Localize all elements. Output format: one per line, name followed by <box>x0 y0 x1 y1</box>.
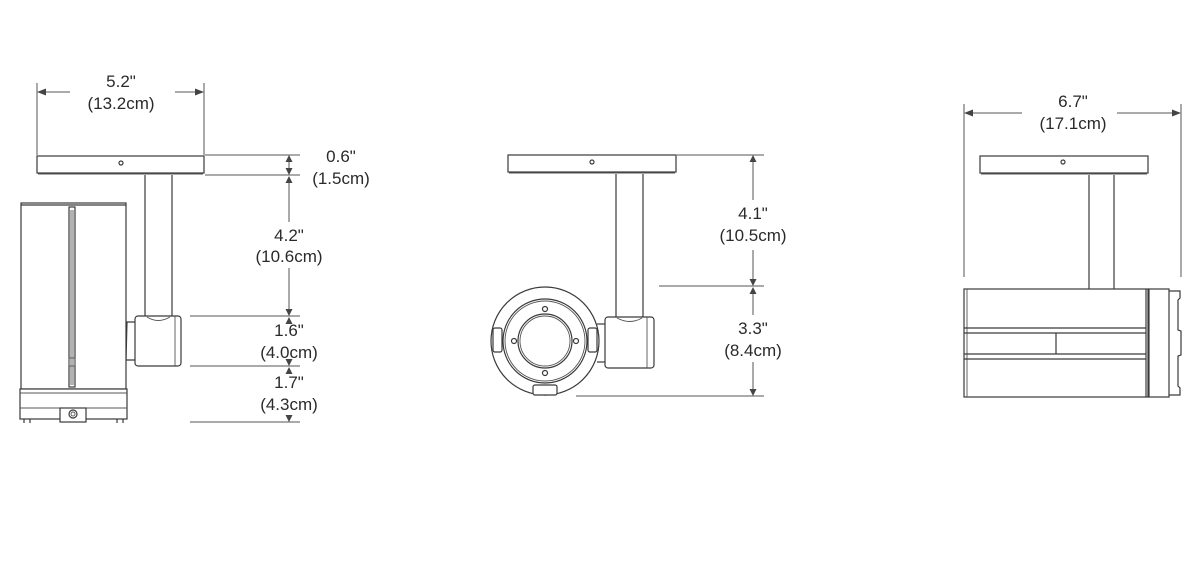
dim-canopy-inches: 0.6" <box>326 147 356 166</box>
rear-view: 6.7" (17.1cm) <box>963 92 1182 398</box>
front-view: 4.1" (10.5cm) 3.3" (8.4cm) <box>490 154 787 397</box>
dim-base-cm: (4.3cm) <box>260 395 318 414</box>
dim-stem-inches: 4.1" <box>738 204 768 223</box>
side-width-inches: 5.2" <box>106 72 136 91</box>
rear-width-dimension: 6.7" (17.1cm) <box>963 92 1182 277</box>
side-vertical-dimensions: 0.6" (1.5cm) 4.2" (10.6cm) 1.6" (4.0cm) … <box>190 147 370 423</box>
stem <box>1088 175 1115 289</box>
dim-knuckle-cm: (4.0cm) <box>260 343 318 362</box>
knuckle <box>125 315 182 367</box>
stem <box>615 174 644 317</box>
dim-head-cm: (8.4cm) <box>724 341 782 360</box>
side-width-cm: (13.2cm) <box>87 94 154 113</box>
dim-stem-inches: 4.2" <box>274 226 304 245</box>
stem <box>144 175 173 318</box>
canopy <box>507 154 677 174</box>
dim-stem-cm: (10.5cm) <box>719 226 786 245</box>
lens-housing <box>490 286 600 396</box>
lamp-head <box>19 202 128 423</box>
dim-head-inches: 3.3" <box>738 319 768 338</box>
dim-canopy-cm: (1.5cm) <box>312 169 370 188</box>
lamp-head <box>963 288 1182 398</box>
side-width-dimension: 5.2" (13.2cm) <box>36 72 205 155</box>
rear-width-inches: 6.7" <box>1058 92 1088 111</box>
dim-knuckle-inches: 1.6" <box>274 321 304 340</box>
rear-width-cm: (17.1cm) <box>1039 114 1106 133</box>
canopy <box>36 155 205 175</box>
front-vertical-dimensions: 4.1" (10.5cm) 3.3" (8.4cm) <box>576 154 787 397</box>
canopy <box>979 155 1149 175</box>
dim-stem-cm: (10.6cm) <box>255 247 322 266</box>
knuckle <box>597 316 655 369</box>
dim-base-inches: 1.7" <box>274 373 304 392</box>
side-view: 5.2" (13.2cm) <box>19 72 370 423</box>
